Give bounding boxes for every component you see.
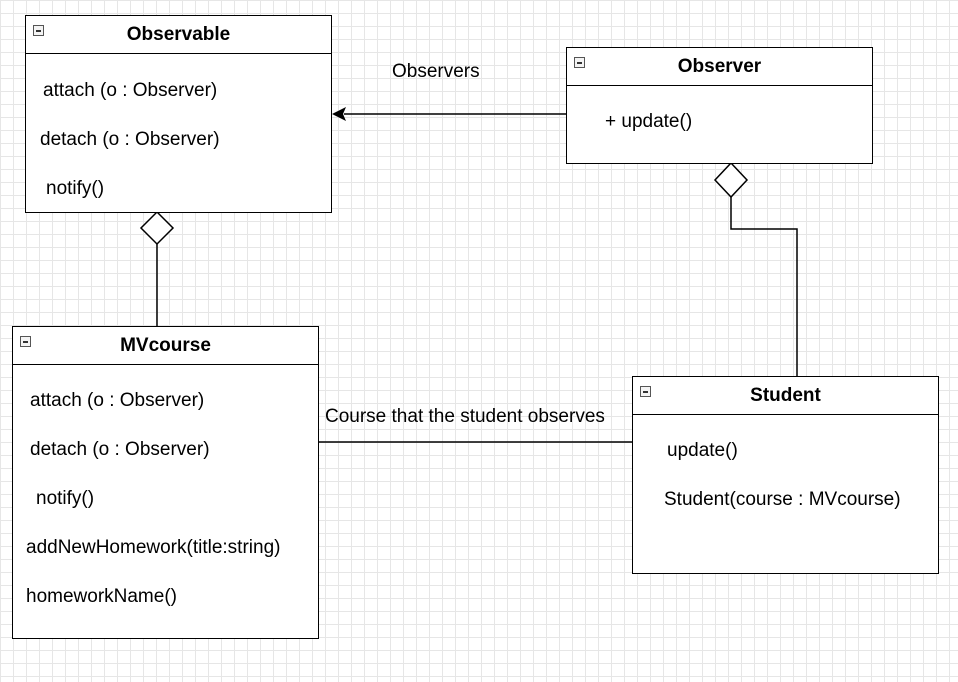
course-association-label: Course that the student observes	[325, 406, 605, 427]
class-name: Student	[750, 384, 821, 406]
observers-relation-label: Observers	[392, 61, 480, 82]
class-header: Observable	[26, 16, 331, 54]
arrowhead-icon	[332, 107, 346, 121]
operation-student-constructor: Student(course : MVcourse)	[664, 489, 901, 510]
class-header: MVcourse	[13, 327, 318, 365]
operation-attach: attach (o : Observer)	[30, 390, 205, 411]
operation-notify: notify()	[46, 178, 105, 199]
collapse-icon[interactable]	[640, 386, 651, 397]
collapse-icon[interactable]	[20, 336, 31, 347]
operation-attach: attach (o : Observer)	[43, 80, 218, 101]
operation-detach: detach (o : Observer)	[30, 439, 210, 460]
operation-homework-name: homeworkName()	[26, 586, 177, 607]
mvcourse-class-box[interactable]: MVcourse attach (o : Observer) detach (o…	[12, 326, 319, 639]
operation-update: + update()	[605, 111, 693, 132]
aggregation-diamond-icon	[139, 210, 175, 246]
observable-class-box[interactable]: Observable attach (o : Observer) detach …	[25, 15, 332, 213]
operation-detach: detach (o : Observer)	[40, 129, 220, 150]
class-header: Student	[633, 377, 938, 415]
observer-class-box[interactable]: Observer + update()	[566, 47, 873, 164]
student-observer-aggregation-line[interactable]	[730, 197, 798, 376]
class-name: MVcourse	[120, 334, 211, 356]
student-class-box[interactable]: Student update() Student(course : MVcour…	[632, 376, 939, 574]
collapse-icon[interactable]	[33, 25, 44, 36]
class-name: Observable	[126, 23, 231, 45]
aggregation-diamond-icon	[713, 161, 749, 199]
class-name: Observer	[677, 55, 762, 77]
operation-add-new-homework: addNewHomework(title:string)	[26, 537, 281, 558]
collapse-icon[interactable]	[574, 57, 585, 68]
class-header: Observer	[567, 48, 872, 86]
operation-notify: notify()	[36, 488, 95, 509]
operation-update: update()	[667, 440, 738, 461]
